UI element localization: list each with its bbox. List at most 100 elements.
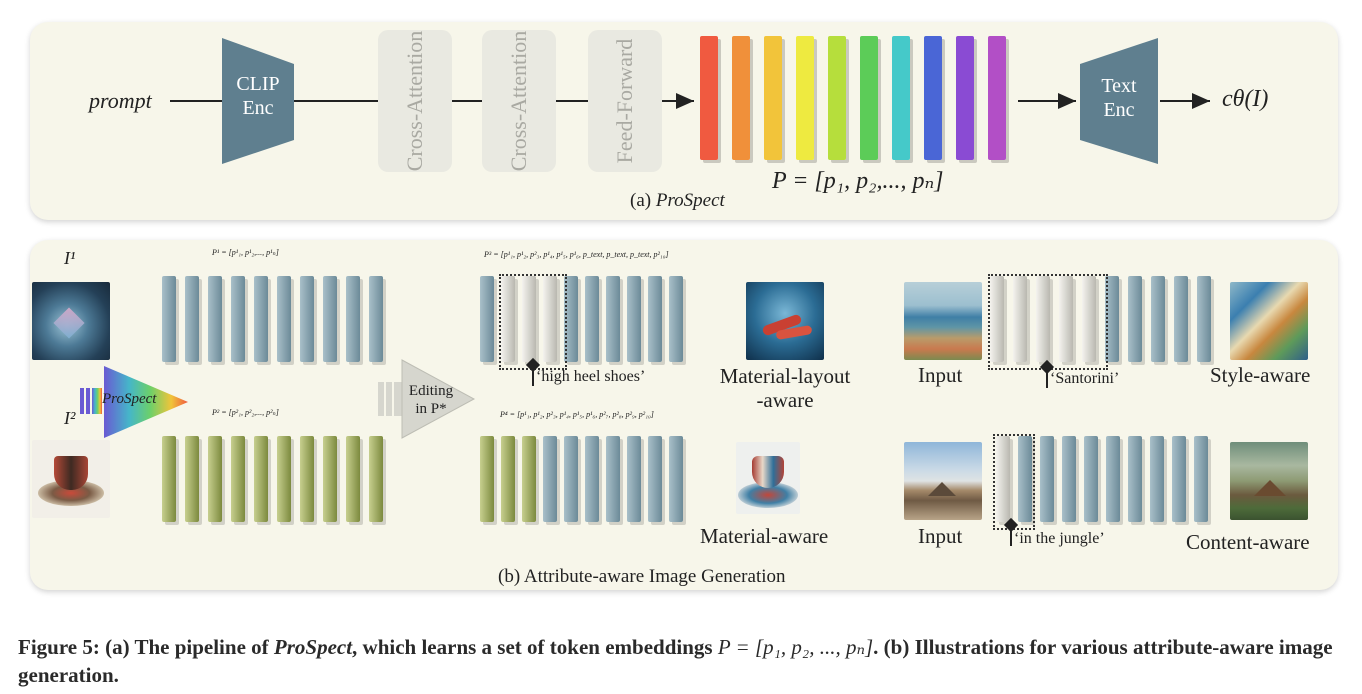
panel-a-caption: (a) ProSpect — [630, 190, 725, 211]
token-bar-7 — [892, 36, 910, 160]
panel-b — [30, 240, 1338, 590]
clip-enc-line1: CLIP — [236, 73, 280, 95]
panel-a-caption-name: ProSpect — [655, 190, 725, 211]
p3-bar-10 — [669, 276, 683, 362]
clip-enc-line2: Enc — [242, 97, 274, 119]
style-bar-9 — [1174, 276, 1188, 362]
feed-forward-label: Feed-Forward — [612, 38, 637, 164]
p2-bar-9 — [346, 436, 360, 522]
p4-bar-7 — [606, 436, 620, 522]
token-bar-4 — [796, 36, 814, 160]
content-bar-2 — [1018, 436, 1032, 522]
material-layout-label: Material-layout -aware — [700, 364, 870, 412]
input-barn-image — [904, 442, 982, 520]
clip-enc-trapezoid — [222, 38, 294, 164]
token-bar-6 — [860, 36, 878, 160]
material-cup — [752, 456, 784, 488]
p3-bar-4 — [543, 276, 557, 362]
p4-bar-1 — [480, 436, 494, 522]
jungle-pin-stem — [1010, 528, 1012, 546]
token-bar-1 — [700, 36, 718, 160]
p1-bar-5 — [254, 276, 268, 362]
content-bar-7 — [1128, 436, 1142, 522]
p4-bar-2 — [501, 436, 515, 522]
input-landscape-image — [904, 282, 982, 360]
p3-token-bars — [480, 276, 710, 366]
token-embeddings-colored — [700, 36, 1020, 164]
p4-bar-3 — [522, 436, 536, 522]
token-bar-10 — [988, 36, 1006, 160]
p3-bar-5 — [564, 276, 578, 362]
content-aware-image — [1230, 442, 1308, 520]
p1-bar-7 — [300, 276, 314, 362]
crystal-cube-icon — [53, 307, 85, 339]
p1-token-bars — [162, 276, 392, 366]
caption-name: ProSpect — [273, 635, 353, 659]
p2-bar-6 — [277, 436, 291, 522]
content-bar-4 — [1062, 436, 1076, 522]
p3-bar-6 — [585, 276, 599, 362]
content-token-bars — [996, 436, 1226, 526]
high-heel-label: ‘high heel shoes’ — [536, 368, 646, 385]
feed-forward-block: Feed-Forward — [588, 30, 662, 172]
p4-bar-10 — [669, 436, 683, 522]
p1-bar-2 — [185, 276, 199, 362]
content-aware-label: Content-aware — [1186, 530, 1310, 554]
material-layout-line2: -aware — [756, 388, 814, 412]
material-aware-label: Material-aware — [700, 524, 829, 548]
panel-a-connectors — [170, 38, 1210, 164]
p4-bar-6 — [585, 436, 599, 522]
cross-attention-block-1: Cross-Attention — [378, 30, 452, 172]
p2-bar-3 — [208, 436, 222, 522]
panel-b-caption: (b) Attribute-aware Image Generation — [498, 566, 786, 587]
high-heel-image — [746, 282, 824, 360]
style-bar-10 — [1197, 276, 1211, 362]
token-bar-8 — [924, 36, 942, 160]
content-bar-10 — [1194, 436, 1208, 522]
santorini-label: ‘Santorini’ — [1050, 370, 1120, 387]
caption-formula: P = [p₁, p₂, ..., pₙ] — [717, 635, 874, 659]
style-bar-7 — [1128, 276, 1142, 362]
style-selection-box — [988, 274, 1108, 370]
prompt-label: prompt — [89, 88, 152, 113]
editing-label: Editing in P* — [396, 382, 466, 418]
teacup-image — [32, 440, 110, 518]
content-bar-8 — [1150, 436, 1164, 522]
p4-bar-8 — [627, 436, 641, 522]
content-bar-1 — [996, 436, 1010, 522]
content-bar-9 — [1172, 436, 1186, 522]
p1-bar-3 — [208, 276, 222, 362]
p2-bar-10 — [369, 436, 383, 522]
style-bar-2 — [1013, 276, 1027, 362]
p3-bar-8 — [627, 276, 641, 362]
content-bar-6 — [1106, 436, 1120, 522]
content-selection-box — [993, 434, 1035, 530]
material-layout-line1: Material-layout — [719, 364, 851, 388]
style-aware-image — [1230, 282, 1308, 360]
p2-token-bars — [162, 436, 392, 526]
p3-bar-1 — [480, 276, 494, 362]
prospect-arrow — [80, 366, 188, 438]
p2-bar-2 — [185, 436, 199, 522]
cross-attention-label-2: Cross-Attention — [506, 30, 531, 172]
p4-bar-5 — [564, 436, 578, 522]
text-enc-label: Text Enc — [1080, 74, 1158, 122]
p1-bar-9 — [346, 276, 360, 362]
i2-label: I² — [64, 408, 76, 428]
p2-bar-5 — [254, 436, 268, 522]
prospect-arrow-label: ProSpect — [102, 391, 157, 407]
material-cup-image — [736, 442, 800, 514]
text-enc-line1: Text — [1101, 75, 1137, 97]
p3-pin-stem — [532, 368, 534, 386]
token-bar-3 — [764, 36, 782, 160]
barn-roof — [928, 482, 956, 496]
p4-bar-9 — [648, 436, 662, 522]
p4-bar-4 — [543, 436, 557, 522]
style-bar-1 — [990, 276, 1004, 362]
p1-bar-4 — [231, 276, 245, 362]
input-top-label: Input — [918, 363, 963, 387]
p1-bar-1 — [162, 276, 176, 362]
jungle-hut — [1254, 480, 1286, 496]
clip-enc-label: CLIP Enc — [222, 72, 294, 120]
p3-bar-2 — [501, 276, 515, 362]
